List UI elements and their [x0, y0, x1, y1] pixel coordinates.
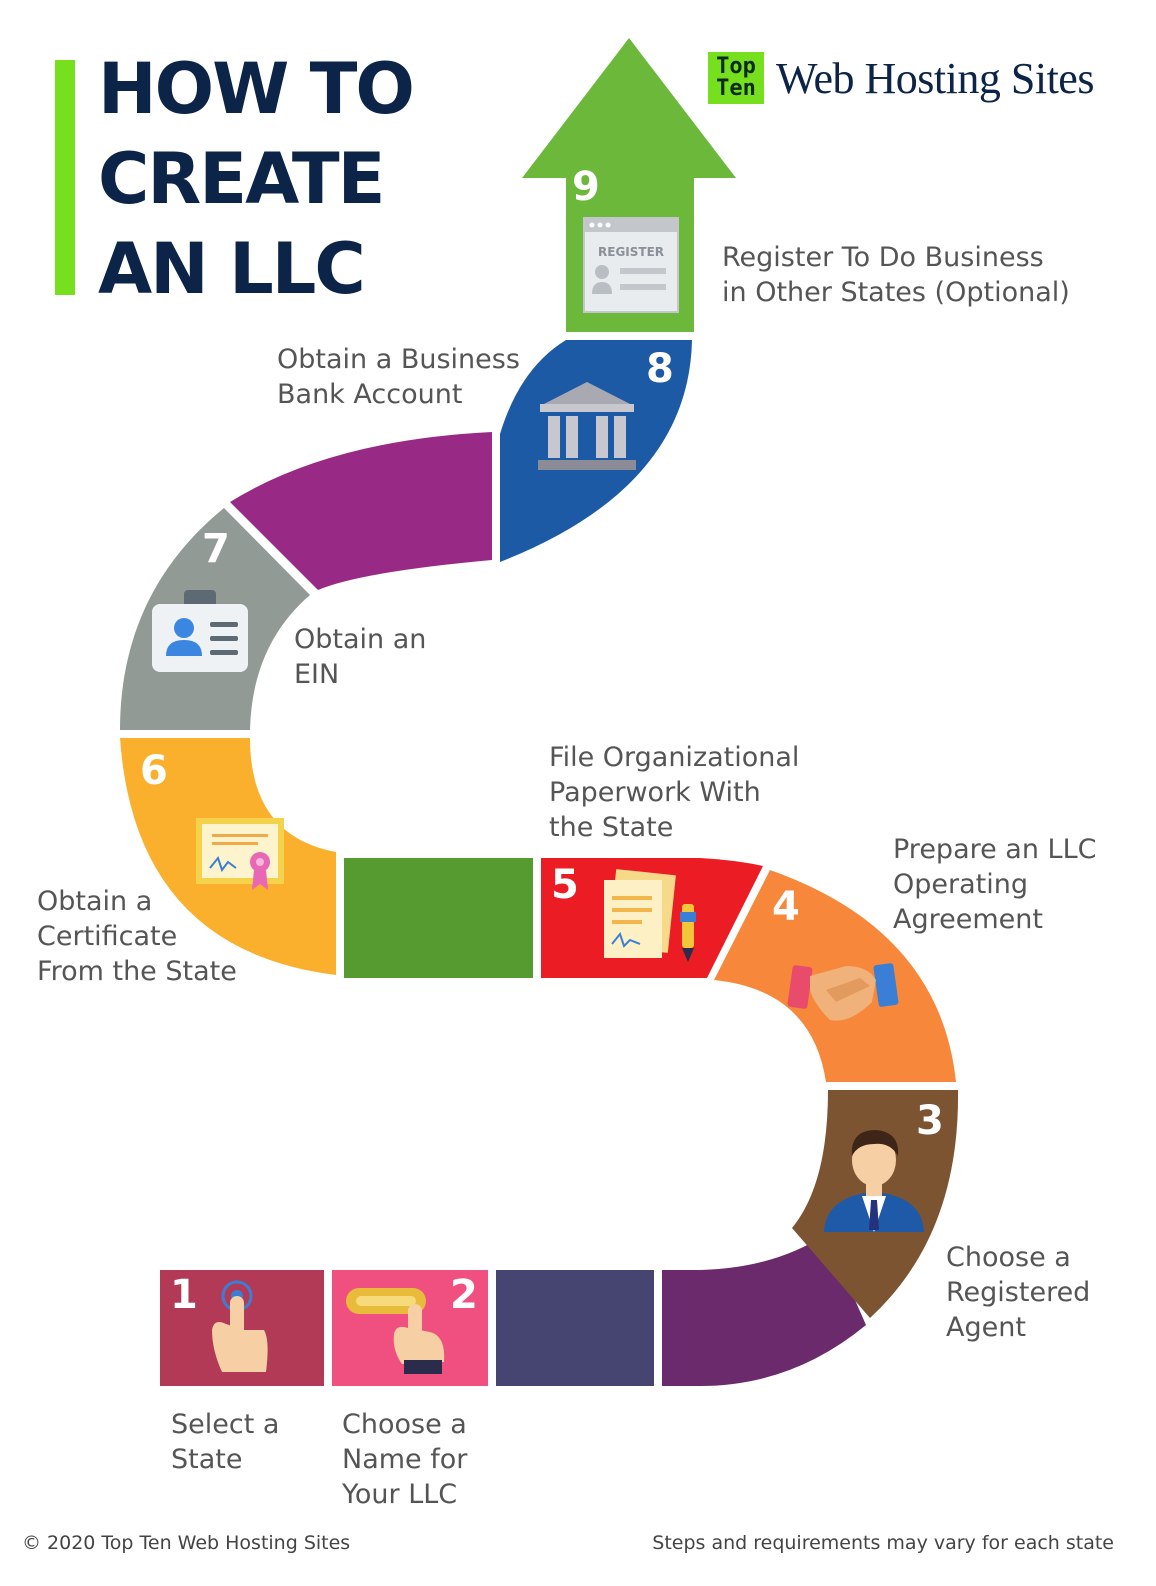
step-4-label-line: Operating — [893, 869, 1028, 900]
step-8-label-line: Obtain a Business — [277, 344, 520, 375]
step-8-label: Obtain a Business Bank Account — [277, 342, 520, 412]
page-title: HOW TO CREATE AN LLC — [98, 44, 415, 314]
step-4-number: 4 — [772, 884, 800, 930]
step-8-label-line: Bank Account — [277, 379, 463, 410]
step-5-label-line: the State — [549, 812, 674, 843]
step-5-label: File Organizational Paperwork With the S… — [549, 740, 799, 845]
title-line-1: HOW TO — [98, 48, 415, 130]
step-7-number: 7 — [202, 526, 230, 572]
tap-icon — [212, 1280, 268, 1372]
step-2-label-line: Name for — [342, 1444, 468, 1475]
step-6-label-line: From the State — [37, 956, 237, 987]
step-4-label-line: Agreement — [893, 904, 1043, 935]
step-1-number: 1 — [170, 1272, 198, 1318]
step-1-label-line: State — [171, 1444, 243, 1475]
agent-icon — [824, 1130, 924, 1232]
path-curve-purple-bottom — [662, 1234, 866, 1386]
step-1-label: Select a State — [171, 1407, 279, 1477]
step-9-label-line: Register To Do Business — [722, 242, 1044, 273]
step-2-number: 2 — [450, 1272, 478, 1318]
path-curve-purple-top — [230, 432, 492, 590]
brand-name: Web Hosting Sites — [776, 53, 1094, 103]
title-accent-bar — [55, 60, 75, 295]
paperwork-icon — [604, 869, 696, 962]
step-2-label-line: Choose a — [342, 1409, 467, 1440]
step-5-label-line: File Organizational — [549, 742, 800, 773]
step-6-number: 6 — [140, 748, 168, 794]
step-2-label-line: Your LLC — [342, 1479, 458, 1510]
step-3-number: 3 — [916, 1098, 944, 1144]
step-9-number: 9 — [572, 164, 600, 210]
brand-badge: Top Ten — [708, 52, 764, 104]
disclaimer-text: Steps and requirements may vary for each… — [652, 1532, 1114, 1554]
step-9-label: Register To Do Business in Other States … — [722, 240, 1070, 310]
step-6-label-line: Certificate — [37, 921, 178, 952]
name-input-icon — [346, 1288, 445, 1374]
step-6-label-line: Obtain a — [37, 886, 153, 917]
step-3-label-line: Choose a — [946, 1242, 1071, 1273]
brand-badge-bottom: Ten — [716, 76, 756, 101]
title-line-2: CREATE — [98, 138, 385, 220]
step-8-number: 8 — [646, 346, 674, 392]
step-7-label: Obtain an EIN — [294, 622, 426, 692]
step-4-label-line: Prepare an LLC — [893, 834, 1097, 865]
step-3-label-line: Registered — [946, 1277, 1091, 1308]
step-9-label-line: in Other States (Optional) — [722, 277, 1070, 308]
title-line-3: AN LLC — [98, 228, 366, 310]
step-1-label-line: Select a — [171, 1409, 280, 1440]
id-card-icon — [152, 590, 248, 672]
step-2-label: Choose a Name for Your LLC — [342, 1407, 467, 1512]
brand-logo[interactable]: Top Ten Web Hosting Sites — [708, 52, 1094, 104]
step-6-label: Obtain a Certificate From the State — [37, 884, 237, 989]
register-form-icon: REGISTER — [583, 217, 679, 313]
step-4-label: Prepare an LLC Operating Agreement — [893, 832, 1097, 937]
handshake-icon — [787, 963, 899, 1021]
register-icon-text: REGISTER — [598, 245, 664, 259]
brand-badge-top: Top — [716, 54, 756, 79]
step-7-label-line: EIN — [294, 659, 340, 690]
certificate-icon — [196, 818, 284, 890]
path-connector-navy — [496, 1270, 654, 1386]
step-3-label: Choose a Registered Agent — [946, 1240, 1090, 1345]
step-5-label-line: Paperwork With — [549, 777, 761, 808]
bank-icon — [538, 382, 636, 470]
step-5-number: 5 — [551, 862, 579, 908]
path-connector-green — [344, 858, 533, 978]
step-3-label-line: Agent — [946, 1312, 1026, 1343]
step-7-label-line: Obtain an — [294, 624, 427, 655]
step-9-arrow — [522, 38, 736, 332]
copyright-text: © 2020 Top Ten Web Hosting Sites — [22, 1532, 351, 1554]
